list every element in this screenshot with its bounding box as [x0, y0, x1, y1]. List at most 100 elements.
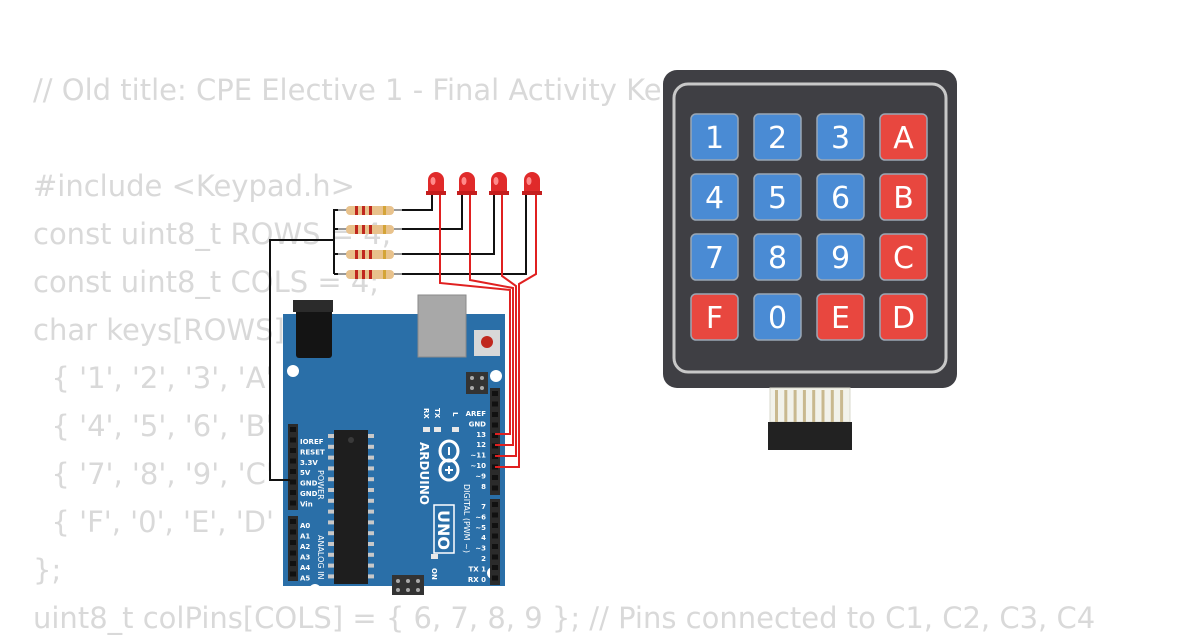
red-led [426, 172, 446, 195]
keypad-frame [672, 82, 948, 374]
keypad-key-D[interactable]: D [879, 293, 928, 341]
pin-label: ~9 [475, 472, 486, 480]
on-led [431, 554, 438, 559]
pin-label: ~3 [475, 545, 486, 553]
pin-label: ~11 [470, 452, 486, 460]
keypad-key-label: 9 [831, 241, 850, 276]
pin-label: A4 [300, 564, 310, 572]
keypad-key-7[interactable]: 7 [690, 233, 739, 281]
code-line: uint8_t colPins[COLS] = { 6, 7, 8, 9 }; … [33, 601, 1096, 635]
wires [269, 193, 537, 481]
digital-header [490, 388, 500, 585]
keypad-key-2[interactable]: 2 [753, 113, 802, 161]
pin-label: ~6 [475, 513, 486, 521]
pin-label: A3 [300, 554, 310, 562]
resistor [338, 206, 402, 215]
resistor [338, 225, 402, 234]
pin-label: A5 [300, 575, 310, 583]
keypad-key-label: 4 [705, 181, 724, 216]
power-section-label: POWER [316, 470, 325, 500]
pin-label: ~5 [475, 524, 486, 532]
mount-hole [490, 370, 502, 382]
keypad-key-C[interactable]: C [879, 233, 928, 281]
keypad-key-label: 8 [768, 241, 787, 276]
keypad-key-6[interactable]: 6 [816, 173, 865, 221]
keypad-key-label: F [706, 301, 723, 336]
analog-section-label: ANALOG IN [316, 535, 325, 580]
analog-header [288, 516, 298, 581]
svg-text:UNO: UNO [434, 510, 453, 550]
keypad-key-1[interactable]: 1 [690, 113, 739, 161]
keypad-key-B[interactable]: B [879, 173, 928, 221]
pin-label: RX 0 [468, 576, 486, 584]
arduino-logo [438, 439, 460, 482]
pin-label: 2 [481, 555, 486, 563]
keypad-ribbon-connector [768, 387, 852, 450]
red-led [489, 172, 509, 195]
pin-label: GND [300, 490, 318, 498]
power-jack [296, 300, 332, 358]
icsp-header-bottom [392, 575, 424, 595]
pin-label: 12 [476, 441, 486, 449]
keypad-key-5[interactable]: 5 [753, 173, 802, 221]
pin-label: AREF [466, 410, 487, 418]
icsp-header [466, 372, 488, 394]
keypad-key-label: B [893, 181, 914, 216]
keypad-key-label: E [831, 301, 850, 336]
keypad-key-A[interactable]: A [879, 113, 928, 161]
keypad-key-label: 1 [705, 121, 724, 156]
arduino-brand-label: ARDUINO [417, 442, 431, 505]
digital-section-label: DIGITAL (PWM ~) [462, 484, 471, 553]
red-led [457, 172, 477, 195]
keypad-key-label: 6 [831, 181, 850, 216]
resistors [338, 206, 402, 279]
pin-label: 13 [476, 431, 486, 439]
pin-label: GND [469, 420, 487, 428]
resistor [338, 250, 402, 259]
pin-label: 3.3V [300, 459, 318, 467]
atmega-chip [328, 430, 374, 584]
pin-label: ~10 [470, 462, 486, 470]
pin-label: GND [300, 480, 318, 488]
svg-text:TX: TX [433, 408, 441, 419]
pin-label: 4 [481, 534, 486, 542]
leds [426, 172, 542, 195]
code-line: #include <Keypad.h> [33, 169, 355, 203]
mount-hole [287, 365, 299, 377]
pin-label: Vin [300, 500, 313, 508]
pin-label: TX 1 [469, 565, 487, 573]
keypad-key-label: D [892, 301, 915, 336]
pin-label: A0 [300, 522, 310, 530]
pin-label: A2 [300, 543, 310, 551]
signal-wires [439, 193, 537, 468]
svg-text:RX: RX [422, 408, 430, 419]
keypad-key-label: 3 [831, 121, 850, 156]
status-leds: RX TX L [422, 408, 459, 432]
keypad-key-4[interactable]: 4 [690, 173, 739, 221]
keypad-key-0[interactable]: 0 [753, 293, 802, 341]
pin-label: A1 [300, 533, 310, 541]
pin-label: RESET [300, 448, 325, 456]
on-label: ON [430, 568, 438, 580]
svg-text:L: L [451, 412, 459, 417]
keypad-key-3[interactable]: 3 [816, 113, 865, 161]
keypad-key-E[interactable]: E [816, 293, 865, 341]
code-line: }; [33, 553, 62, 587]
power-header [288, 424, 298, 510]
keypad-key-8[interactable]: 8 [753, 233, 802, 281]
code-line: // Old title: CPE Elective 1 - Final Act… [33, 73, 662, 107]
pin-label: 7 [481, 503, 486, 511]
keypad-key-9[interactable]: 9 [816, 233, 865, 281]
resistor [338, 270, 402, 279]
usb-port [417, 294, 467, 358]
red-led [522, 172, 542, 195]
keypad-key-F[interactable]: F [690, 293, 739, 341]
keypad-key-label: 5 [768, 181, 787, 216]
